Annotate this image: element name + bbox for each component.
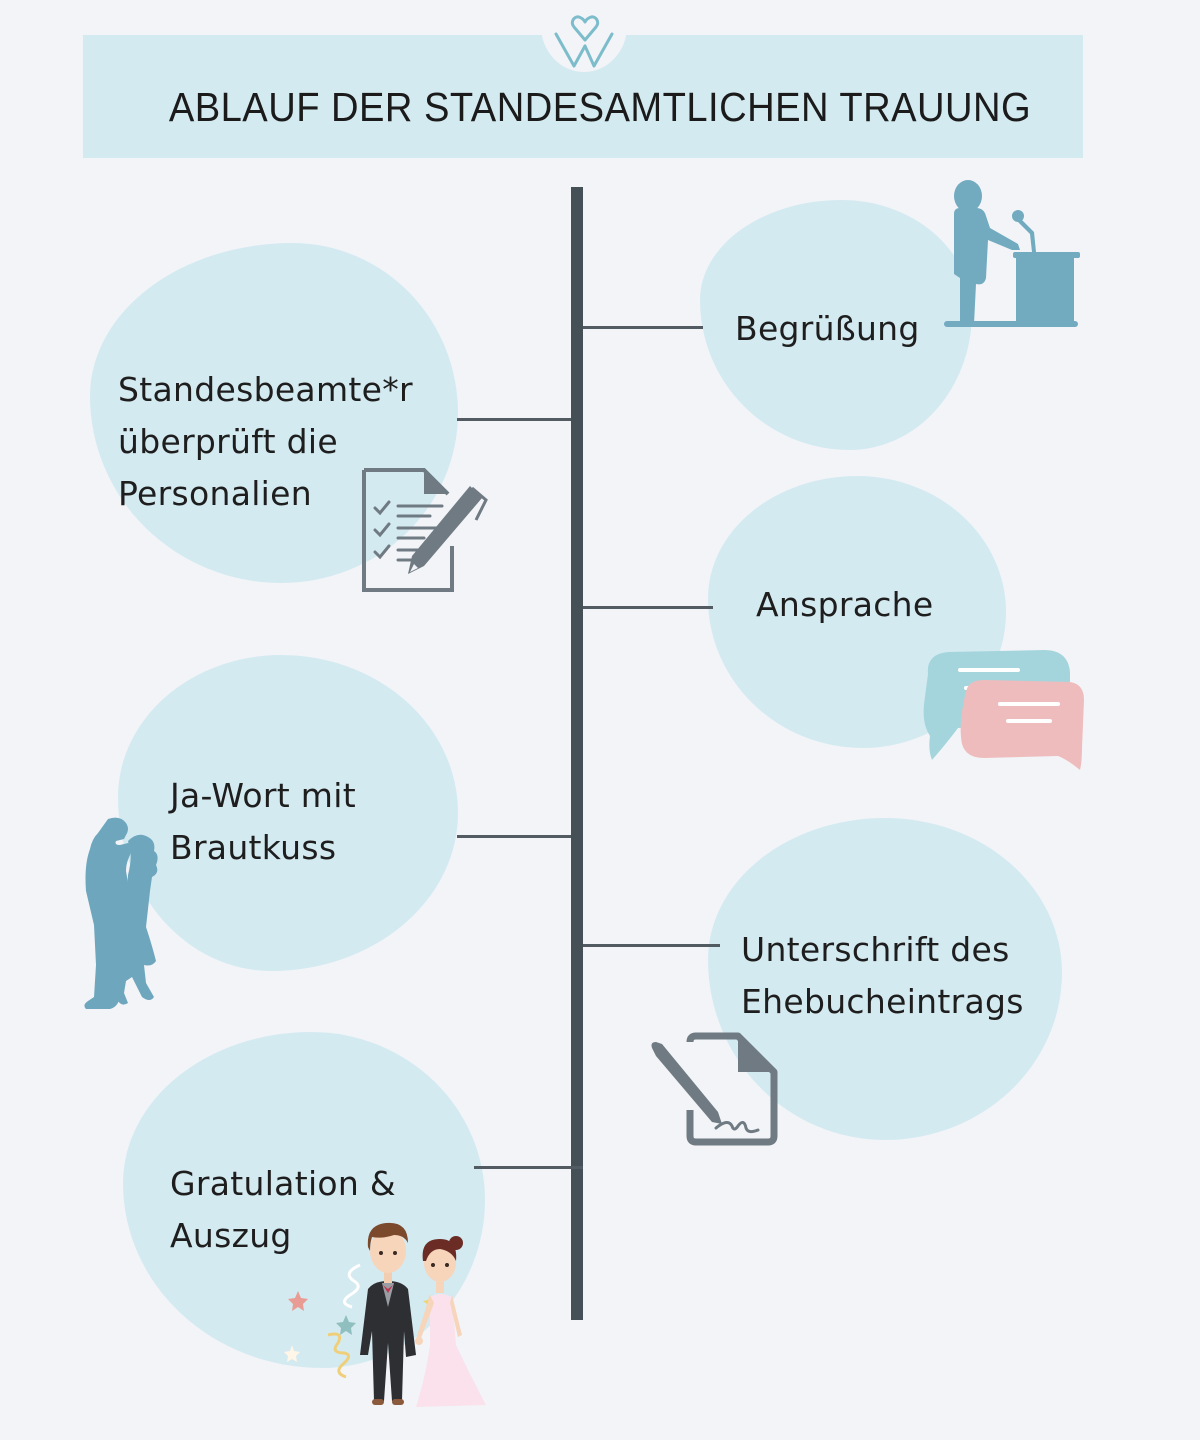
step-label-unterschrift: Unterschrift des Ehebucheintrags: [741, 924, 1024, 1028]
step-label-ansprache: Ansprache: [756, 579, 933, 631]
connector-ansprache: [583, 606, 713, 609]
checklist-pen-icon: [362, 468, 488, 592]
step-blob-personalien: [90, 243, 458, 583]
heart-w-logo-icon: [554, 15, 614, 68]
step-line: Ansprache: [756, 585, 934, 624]
step-blob-unterschrift: [708, 818, 1062, 1140]
connector-jawort: [457, 835, 571, 838]
step-line: überprüft die: [118, 422, 338, 461]
connector-personalien: [457, 418, 571, 421]
step-label-jawort: Ja-Wort mit Brautkuss: [170, 770, 356, 874]
connector-unterschrift: [583, 944, 720, 947]
step-line: Personalien: [118, 474, 312, 513]
step-line: Brautkuss: [170, 828, 337, 867]
step-line: Standesbeamte*r: [118, 370, 413, 409]
step-label-personalien: Standesbeamte*r überprüft die Personalie…: [118, 364, 413, 520]
step-line: Gratulation &: [170, 1164, 396, 1203]
step-blob-begruessung: [700, 200, 972, 450]
document-signature-icon: [651, 1032, 778, 1146]
step-label-begruessung: Begrüßung: [735, 303, 920, 355]
logo-badge: [541, 0, 627, 72]
kissing-couple-silhouette-icon: [84, 817, 158, 1009]
step-line: Auszug: [170, 1216, 292, 1255]
bride-groom-illustration-icon: [284, 1222, 486, 1407]
connector-begruessung: [583, 326, 703, 329]
speaker-podium-icon: [944, 180, 1080, 327]
timeline-spine: [571, 187, 583, 1320]
speech-bubbles-icon: [923, 650, 1084, 770]
step-label-gratulation: Gratulation & Auszug: [170, 1158, 396, 1262]
step-line: Ehebucheintrags: [741, 982, 1024, 1021]
connector-gratulation: [474, 1166, 583, 1169]
step-line: Begrüßung: [735, 309, 920, 348]
page-title: ABLAUF DER STANDESAMTLICHEN TRAUUNG: [168, 84, 1032, 130]
step-line: Ja-Wort mit: [170, 776, 356, 815]
step-line: Unterschrift des: [741, 930, 1010, 969]
step-blob-jawort: [118, 655, 458, 971]
